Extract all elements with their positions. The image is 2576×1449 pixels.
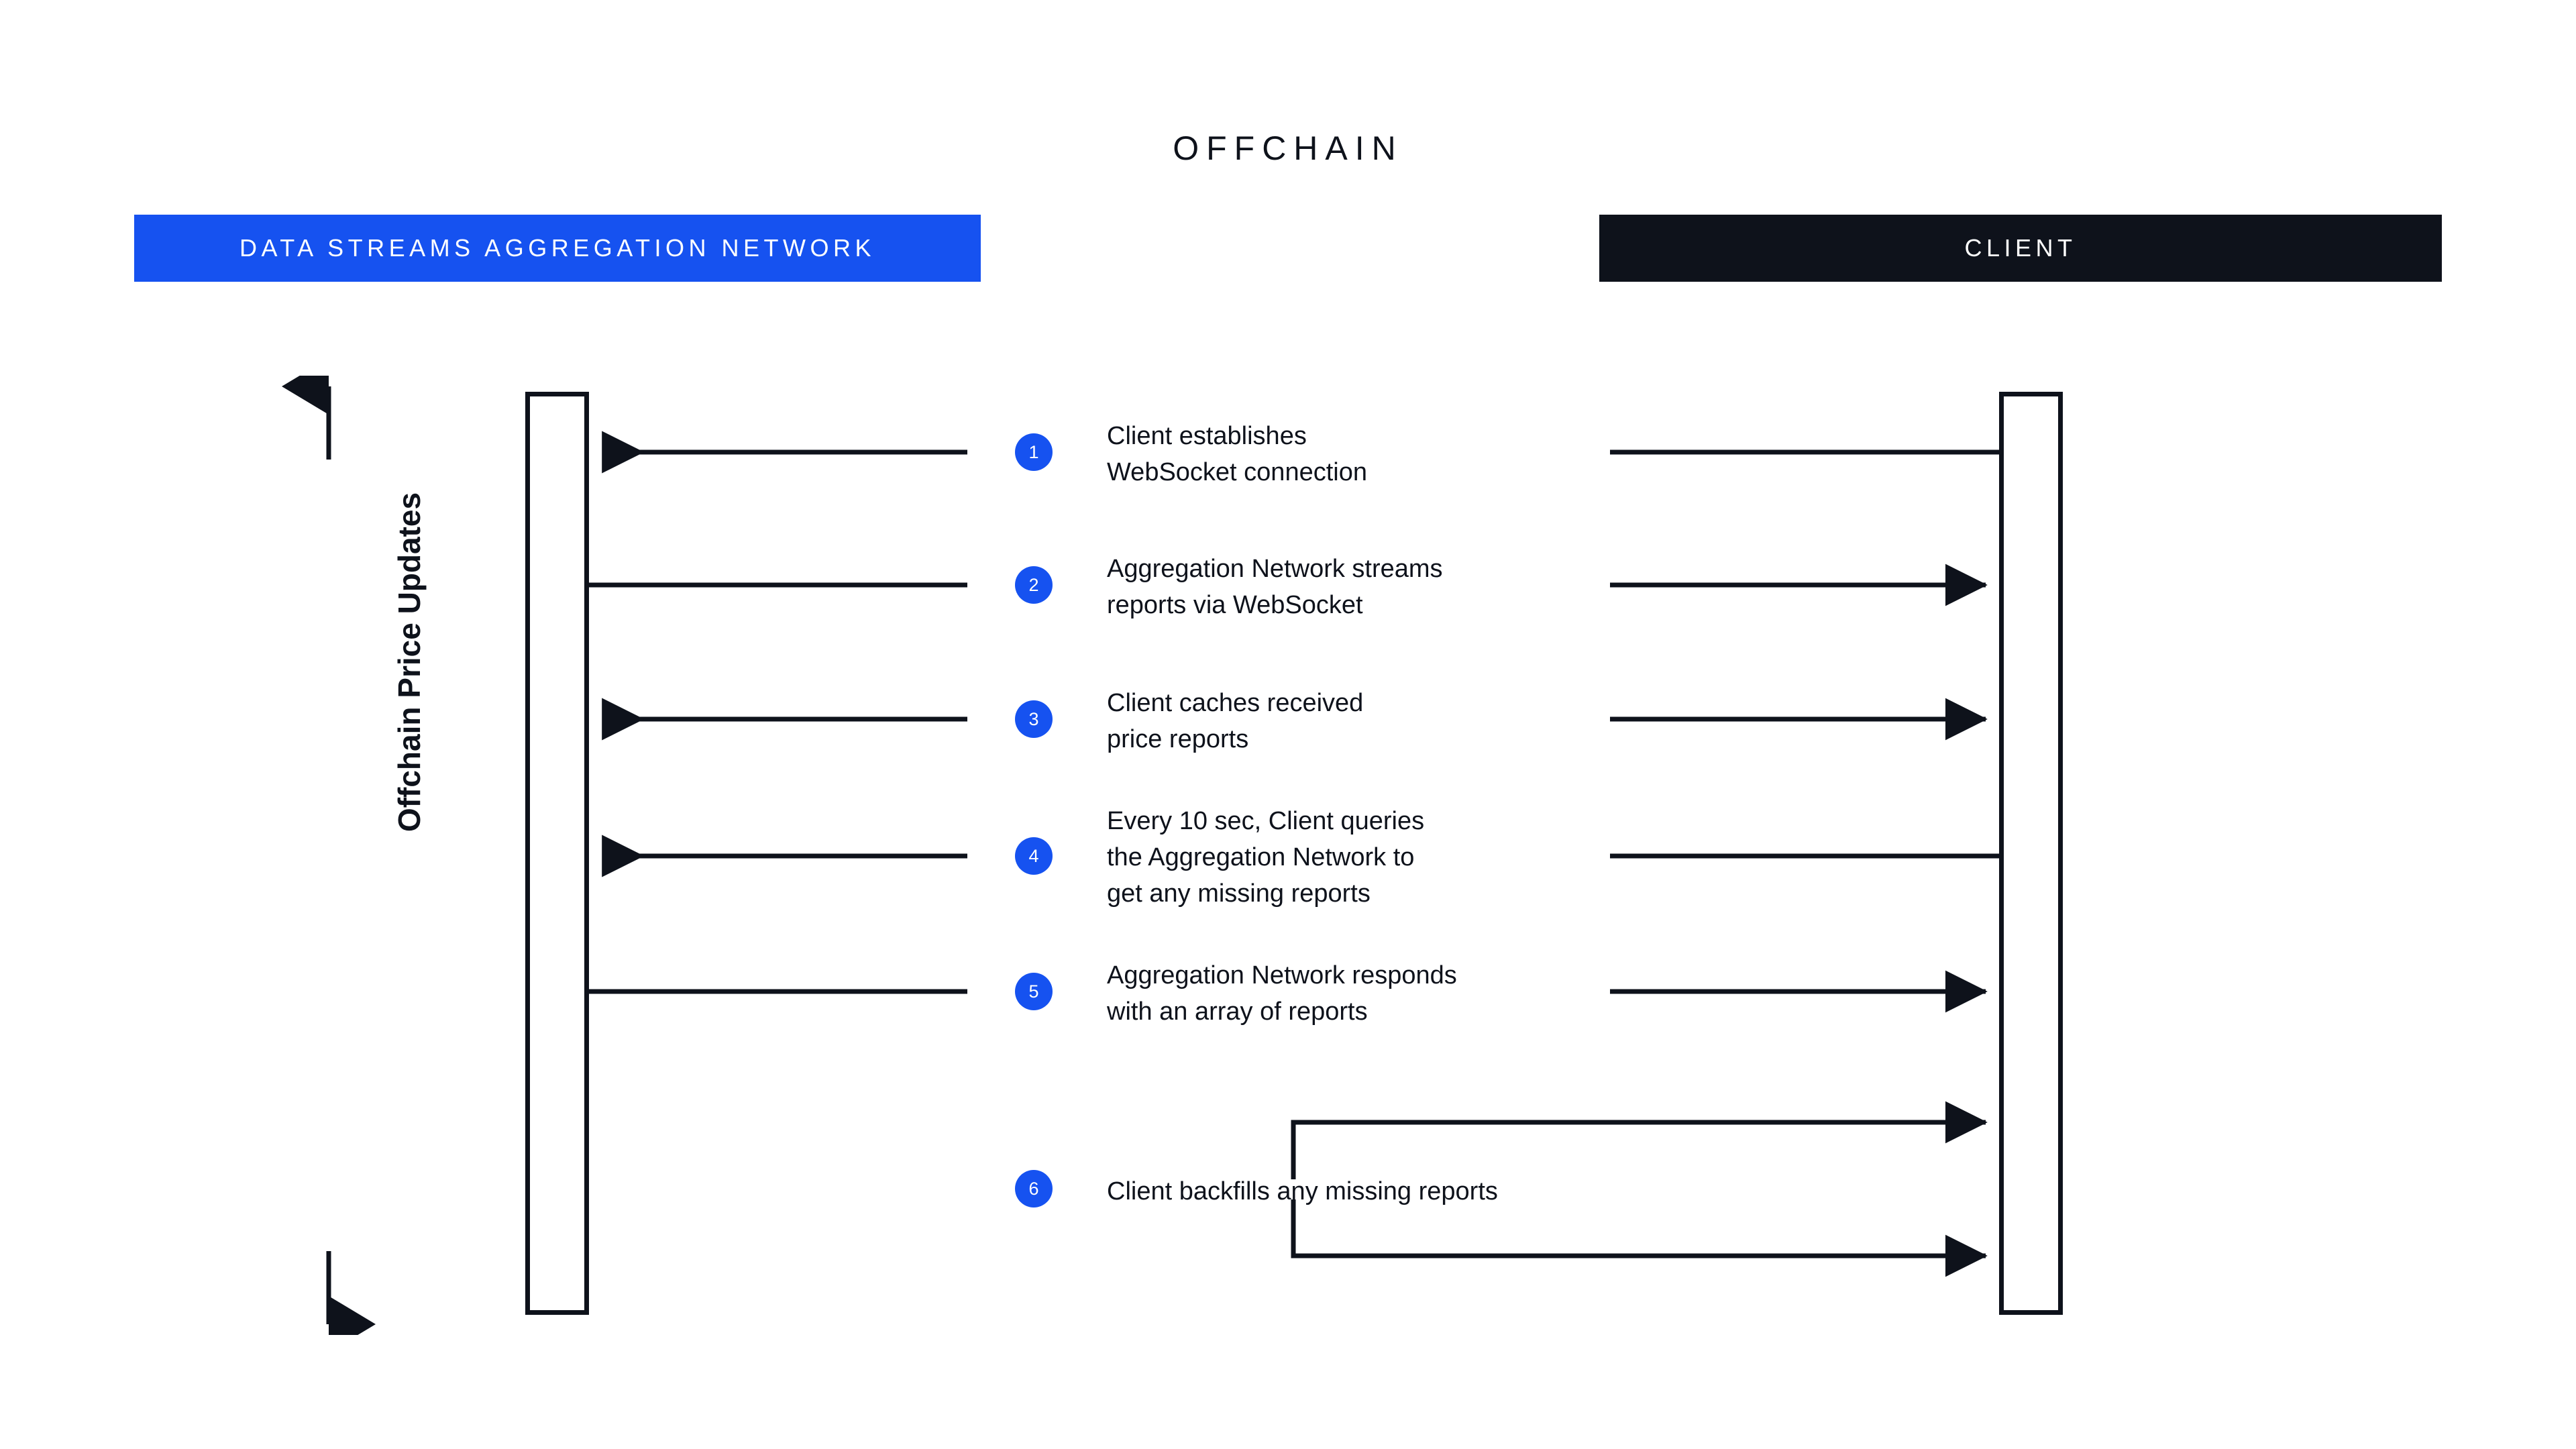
step-badge-6: 6 <box>1015 1170 1053 1208</box>
lane-header-aggregation-network: DATA STREAMS AGGREGATION NETWORK <box>134 215 981 282</box>
lifeline-aggregation-network <box>525 392 589 1315</box>
step-badge-3: 3 <box>1015 700 1053 738</box>
step-text-6: Client backfills any missing reports <box>1107 1177 1498 1205</box>
offchain-price-updates-label: Offchain Price Updates <box>392 492 427 833</box>
step-text-1: Client establishes WebSocket connection <box>1107 422 1367 486</box>
step-text-2: Aggregation Network streams reports via … <box>1107 555 1443 619</box>
lane-header-client-label: CLIENT <box>1964 234 2077 262</box>
step-badge-4: 4 <box>1015 837 1053 875</box>
offchain-price-updates-axis-arrow <box>282 376 376 1335</box>
step-badge-1: 1 <box>1015 433 1053 471</box>
step-badge-5: 5 <box>1015 973 1053 1010</box>
step-text-5: Aggregation Network responds with an arr… <box>1107 961 1457 1026</box>
page-title: OFFCHAIN <box>1173 129 1403 167</box>
step-text-3: Client caches received price reports <box>1107 689 1364 753</box>
message-arrow-step-6-upper <box>1291 1101 1988 1179</box>
step-badge-2: 2 <box>1015 566 1053 604</box>
lane-header-aggregation-network-label: DATA STREAMS AGGREGATION NETWORK <box>239 234 876 262</box>
step-text-4: Every 10 sec, Client queries the Aggrega… <box>1107 807 1425 908</box>
lane-header-client: CLIENT <box>1599 215 2442 282</box>
lifeline-client <box>1999 392 2063 1315</box>
